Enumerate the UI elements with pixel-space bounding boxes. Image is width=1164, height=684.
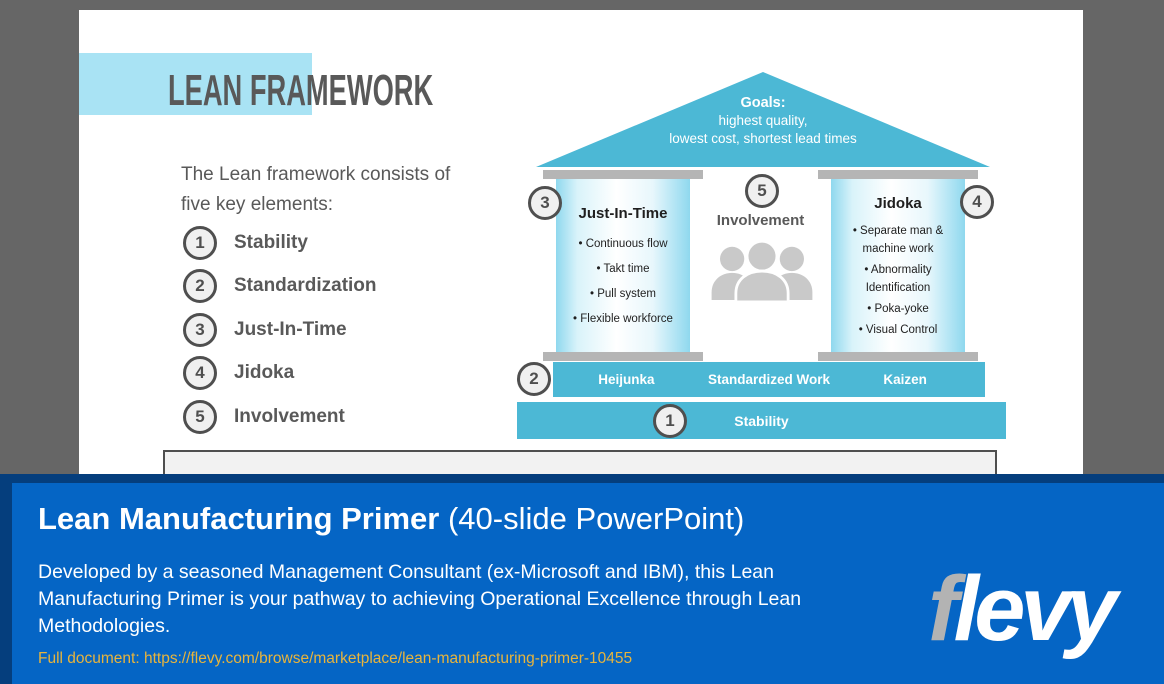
foundation-row-stability: Stability <box>517 402 1006 439</box>
full-document-link[interactable]: Full document: https://flevy.com/browse/… <box>38 650 633 667</box>
list-item-label: Involvement <box>234 406 345 427</box>
number-badge-3: 3 <box>183 313 217 347</box>
pillar-bullet: • Takt time <box>596 263 650 275</box>
intro-line-1: The Lean framework consists of <box>181 164 451 185</box>
diagram-number-badge-2: 2 <box>517 362 551 396</box>
goals-line-2: lowest cost, shortest lead times <box>669 131 857 146</box>
diagram-number-badge-4: 4 <box>960 185 994 219</box>
pillar-cap-bottom-right <box>818 352 978 361</box>
banner-title-format: (40-slide PowerPoint) <box>439 501 745 536</box>
list-item-stability: 1 Stability <box>183 225 308 261</box>
list-item-involvement: 5 Involvement <box>183 399 345 435</box>
pillar-bullet: • Abnormality Identification <box>864 264 932 294</box>
diagram-number-badge-5: 5 <box>745 174 779 208</box>
pillar-cap-bottom-left <box>543 352 703 361</box>
pillar-bullet: • Visual Control <box>858 324 938 336</box>
banner-description-line-1: Developed by a seasoned Management Consu… <box>38 561 774 583</box>
slide-title: LEAN FRAMEWORK <box>168 66 434 115</box>
pillar-cap-top-right <box>818 170 978 179</box>
number-badge-4: 4 <box>183 356 217 390</box>
banner-description-line-3: Methodologies. <box>38 615 171 637</box>
promo-banner: Lean Manufacturing Primer (40-slide Powe… <box>0 474 1164 684</box>
list-item-label: Jidoka <box>234 362 295 383</box>
flevy-logo-letter-f: f <box>928 558 959 660</box>
foundation-cell-kaizen: Kaizen <box>883 372 927 387</box>
intro-line-2: five key elements: <box>181 194 334 215</box>
pillar-just-in-time: Just-In-Time • Continuous flow • Takt ti… <box>556 179 690 352</box>
flevy-logo: flevy <box>928 563 1118 655</box>
pillar-title: Jidoka <box>874 195 922 212</box>
list-item-label: Standardization <box>234 275 377 296</box>
pillar-bullet: • Pull system <box>589 288 656 300</box>
list-item-label: Stability <box>234 232 308 253</box>
pillar-bullet: • Flexible workforce <box>573 313 673 325</box>
foundation-cell-standardized-work: Standardized Work <box>707 372 831 387</box>
diagram-number-badge-3: 3 <box>528 186 562 220</box>
goals-heading: Goals: <box>740 95 786 111</box>
title-highlight-band <box>79 53 312 115</box>
intro-text: The Lean framework consists of five key … <box>181 160 450 220</box>
banner-description-line-2: Manufacturing Primer is your pathway to … <box>38 588 802 610</box>
diagram-number-badge-1: 1 <box>653 404 687 438</box>
foundation-row-standardization: Heijunka Standardized Work Kaizen <box>553 362 985 397</box>
pillar-bullet: • Poka-yoke <box>867 303 929 315</box>
list-item-standardization: 2 Standardization <box>183 268 377 304</box>
pillar-title: Just-In-Time <box>578 205 668 222</box>
list-item-just-in-time: 3 Just-In-Time <box>183 312 347 348</box>
pillar-cap-top-left <box>543 170 703 179</box>
flevy-logo-levy: levy <box>953 558 1118 660</box>
banner-title: Lean Manufacturing Primer (40-slide Powe… <box>38 501 744 537</box>
number-badge-1: 1 <box>183 226 217 260</box>
banner-description: Developed by a seasoned Management Consu… <box>38 559 801 640</box>
people-group-icon <box>706 239 818 309</box>
number-badge-5: 5 <box>183 400 217 434</box>
goals-line-1: highest quality, <box>718 113 808 128</box>
list-item-label: Just-In-Time <box>234 319 347 340</box>
involvement-label: Involvement <box>716 212 805 229</box>
roof-goals-text: Goals: highest quality, lowest cost, sho… <box>536 94 990 148</box>
pillar-bullet: • Continuous flow <box>578 238 668 250</box>
number-badge-2: 2 <box>183 269 217 303</box>
banner-title-product: Lean Manufacturing Primer <box>38 501 440 536</box>
pillar-jidoka: Jidoka • Separate man & machine work • A… <box>831 179 965 352</box>
pillar-bullet: • Separate man & machine work <box>852 225 944 255</box>
foundation-cell-heijunka: Heijunka <box>598 372 655 387</box>
list-item-jidoka: 4 Jidoka <box>183 355 294 391</box>
